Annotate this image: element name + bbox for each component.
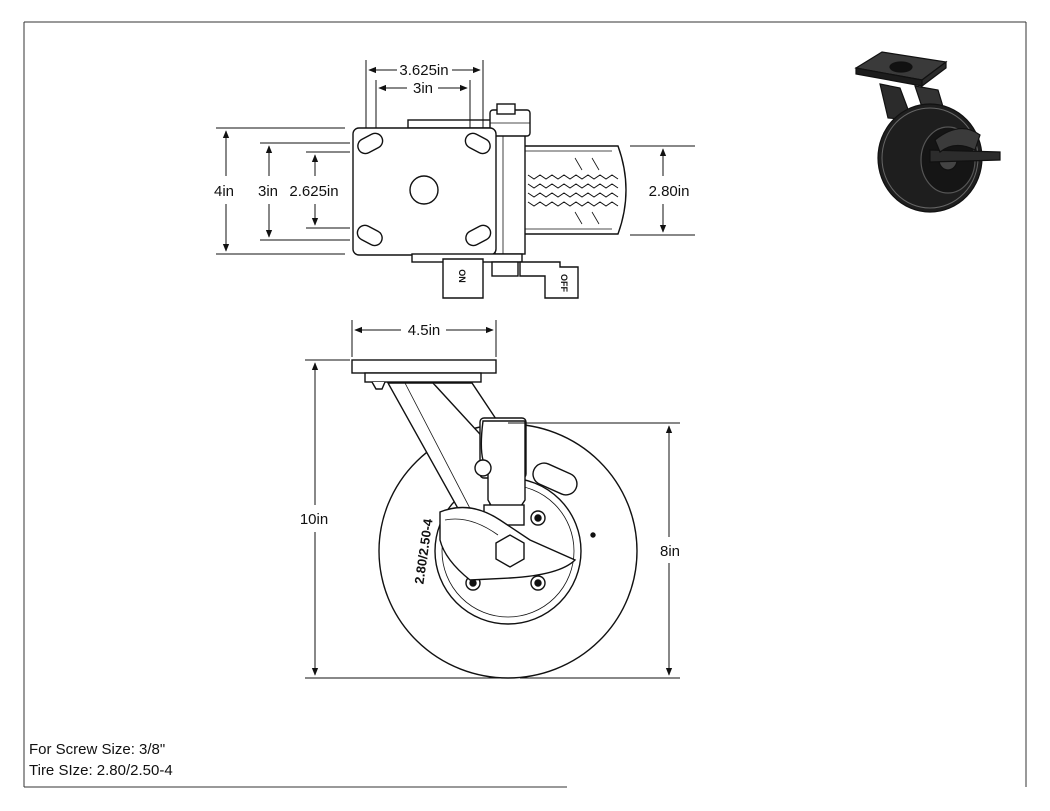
kingpin-nut	[489, 103, 531, 137]
isometric-view	[854, 51, 1001, 213]
top-tire	[523, 145, 627, 235]
dim-bolt-width: 3in	[413, 80, 433, 97]
dim-plate-length: 4in	[214, 183, 234, 200]
screw-size-note: For Screw Size: 3/8"	[29, 741, 166, 758]
spec-notes: For Screw Size: 3/8" Tire SIze: 2.80/2.5…	[29, 739, 173, 781]
mount-slot	[357, 132, 384, 155]
center-hole	[409, 175, 439, 205]
side-top-plate	[351, 359, 497, 374]
dim-overall-height: 10in	[300, 511, 328, 528]
side-view	[351, 359, 638, 679]
mount-slot	[464, 132, 491, 155]
dim-inner-slot: 2.625in	[289, 183, 338, 200]
top-view	[352, 103, 627, 299]
dim-plate-width: 4.5in	[408, 322, 441, 339]
brake-pedal	[411, 253, 579, 299]
side-view-dimensions	[305, 320, 680, 679]
valve-slot	[532, 462, 578, 496]
axle-nut	[495, 534, 525, 568]
drawing-frame	[23, 21, 1027, 788]
brake-housing	[474, 417, 527, 532]
dim-tire-width: 2.80in	[649, 183, 690, 200]
dim-wheel-diameter: 8in	[660, 543, 680, 560]
dim-bolt-length: 3in	[258, 183, 278, 200]
brake-off-label: OFF	[559, 274, 569, 292]
mount-slot	[356, 224, 383, 247]
top-view-dimensions	[216, 60, 695, 255]
tire-size-note: Tire SIze: 2.80/2.50-4	[29, 762, 173, 779]
brake-on-label: ON	[457, 269, 467, 283]
mount-slot	[465, 224, 492, 247]
dim-outer-width: 3.625in	[399, 62, 448, 79]
